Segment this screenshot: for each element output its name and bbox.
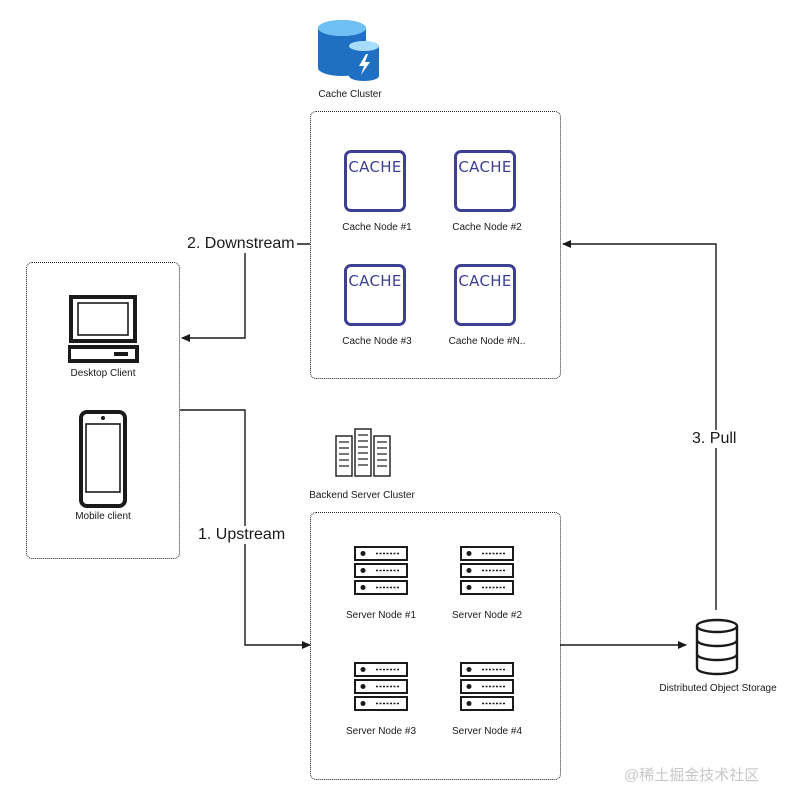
server-node-4-icon (460, 662, 514, 711)
downstream-label: 2. Downstream (185, 235, 297, 253)
server-node-3-icon (354, 662, 408, 711)
database-storage-icon (695, 618, 739, 676)
cache-cluster-box (310, 111, 561, 379)
backend-cluster-label: Backend Server Cluster (309, 490, 415, 501)
pull-label: 3. Pull (690, 430, 739, 448)
server-node-1-label: Server Node #1 (345, 610, 417, 621)
server-node-2-icon (460, 546, 514, 595)
cache-node-3-tile: CACHE (344, 264, 406, 326)
client-box (26, 262, 180, 559)
cache-cluster-label: Cache Cluster (318, 89, 382, 100)
cache-node-2-label: Cache Node #2 (452, 222, 522, 233)
server-node-1-icon (354, 546, 408, 595)
cache-node-1-tile: CACHE (344, 150, 406, 212)
server-node-3-label: Server Node #3 (345, 726, 417, 737)
desktop-computer-icon (68, 295, 139, 363)
upstream-label: 1. Upstream (196, 526, 288, 544)
downstream-arrow (181, 243, 310, 342)
mobile-phone-icon (79, 410, 127, 508)
mobile-client-label: Mobile client (75, 511, 131, 522)
pull-arrow (562, 240, 717, 610)
cache-node-n-tile: CACHE (454, 264, 516, 326)
cache-node-3-label: Cache Node #3 (342, 336, 412, 347)
cache-cluster-icon (318, 20, 379, 81)
backend-cluster-box (310, 512, 561, 780)
storage-label: Distributed Object Storage (659, 683, 777, 694)
server-node-4-label: Server Node #4 (451, 726, 523, 737)
cache-node-n-label: Cache Node #N.. (448, 336, 526, 347)
cache-node-2-tile: CACHE (454, 150, 516, 212)
watermark: @稀土掘金技术社区 (624, 767, 760, 784)
server-node-2-label: Server Node #2 (451, 610, 523, 621)
desktop-client-label: Desktop Client (70, 368, 136, 379)
cache-node-1-label: Cache Node #1 (342, 222, 412, 233)
server-rack-icon (335, 428, 391, 477)
